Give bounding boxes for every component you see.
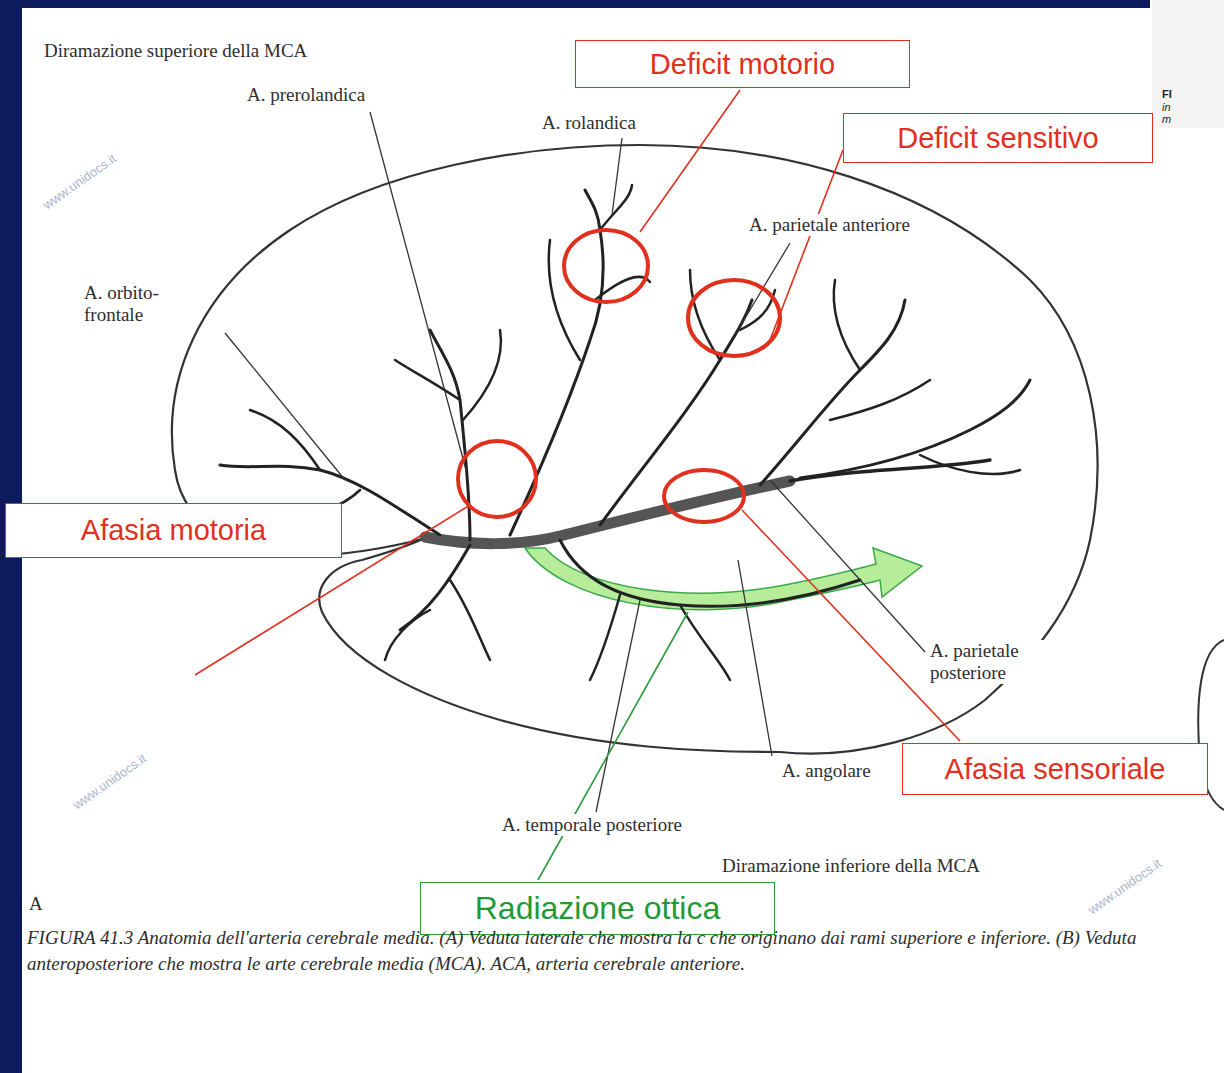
watermark: www.unidocs.it <box>70 751 149 813</box>
callout-box: Afasia motoria <box>5 503 342 558</box>
figure-fragment-text: m <box>1162 113 1171 125</box>
optic-radiation-arrow <box>525 548 922 610</box>
callout-line <box>538 612 688 880</box>
watermark: www.unidocs.it <box>40 151 119 213</box>
lesion-circles <box>458 230 780 522</box>
watermark: www.unidocs.it <box>1085 856 1164 918</box>
brain-outline <box>172 145 1098 753</box>
artery-label: A. orbito-frontale <box>82 282 186 326</box>
artery-label: A. parietale anteriore <box>747 214 912 236</box>
panel-letter: A <box>27 893 45 915</box>
leader-lines <box>225 112 925 812</box>
figure-fragment <box>1152 0 1224 128</box>
figure-fragment-text: in <box>1162 101 1171 113</box>
branch-heading: Diramazione inferiore della MCA <box>720 855 982 877</box>
callout-text: Deficit motorio <box>650 48 835 81</box>
artery-label: A. rolandica <box>540 112 638 134</box>
slide-bar <box>0 0 1150 8</box>
figure-caption: FIGURA 41.3 Anatomia dell'arteria cerebr… <box>27 925 1212 976</box>
callout-box: Afasia sensoriale <box>902 743 1208 795</box>
callout-text: Afasia sensoriale <box>945 753 1166 786</box>
callout-box: Deficit sensitivo <box>843 113 1153 163</box>
artery-label: A. angolare <box>780 760 873 782</box>
callout-text: Radiazione ottica <box>475 890 720 927</box>
callout-box: Deficit motorio <box>575 40 910 88</box>
callout-lines <box>195 90 960 741</box>
callout-text: Afasia motoria <box>81 514 266 547</box>
figure-fragment-text: FI <box>1162 88 1172 100</box>
callout-text: Deficit sensitivo <box>897 122 1098 155</box>
mca-branches <box>220 185 1030 680</box>
artery-label: A. temporale posteriore <box>500 814 684 836</box>
artery-label: A. prerolandica <box>245 84 367 106</box>
artery-label: A. parietale posteriore <box>928 640 1057 684</box>
branch-heading: Diramazione superiore della MCA <box>42 40 309 62</box>
